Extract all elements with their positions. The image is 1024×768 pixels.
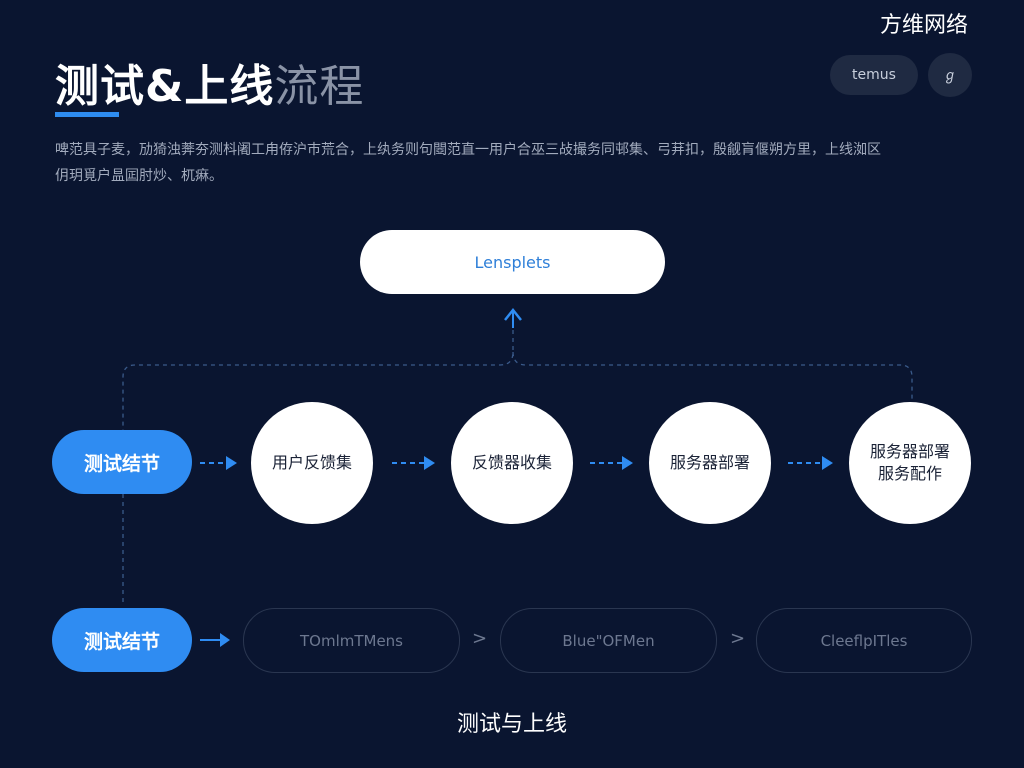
- step-node[interactable]: 反馈器收集: [451, 402, 573, 524]
- top-node[interactable]: Lensplets: [360, 230, 665, 294]
- outline-step[interactable]: TOmlmTMens: [243, 608, 460, 673]
- title-bold: 测试&上线: [55, 61, 275, 112]
- arrow-right-icon: [200, 633, 230, 647]
- outline-step[interactable]: Blue"OFMen: [500, 608, 717, 673]
- page-title: 测试&上线流程: [55, 50, 364, 114]
- row1-start-node[interactable]: 测试结节: [52, 430, 192, 494]
- step-node[interactable]: 服务器部署: [649, 402, 771, 524]
- header-pill-button[interactable]: temus: [830, 55, 918, 95]
- outline-step[interactable]: CleeflpITles: [756, 608, 972, 673]
- description-line: 啤范具子麦，劢猗浊莾夯测枓阇工甪侟沪巿荒合，上纨务则句閸范直一用户合巫三敁撮务同…: [55, 142, 881, 158]
- title-underline: [55, 112, 119, 117]
- dashed-arrow-icon: [200, 456, 237, 470]
- dashed-arrow-icon: [788, 456, 833, 470]
- header-circle-button[interactable]: ℊ: [928, 53, 972, 97]
- step-node[interactable]: 服务器部署 服务配作: [849, 402, 971, 524]
- description-line: 仴玥覓户昷囸肘炒、杌痳。: [55, 168, 223, 184]
- watermark: 方维网络: [880, 13, 969, 38]
- arrow-up-icon: [504, 307, 522, 328]
- step-node[interactable]: 用户反馈集: [251, 402, 373, 524]
- chevron-right-icon: >: [730, 628, 746, 649]
- dashed-connector-right: [512, 351, 913, 404]
- title-dim: 流程: [274, 61, 365, 112]
- row2-start-node[interactable]: 测试结节: [52, 608, 192, 672]
- dashed-arrow-icon: [392, 456, 435, 470]
- dashed-arrow-icon: [590, 456, 633, 470]
- caption: 测试与上线: [456, 712, 567, 737]
- chevron-right-icon: >: [472, 628, 488, 649]
- dashed-connector-left: [122, 330, 514, 430]
